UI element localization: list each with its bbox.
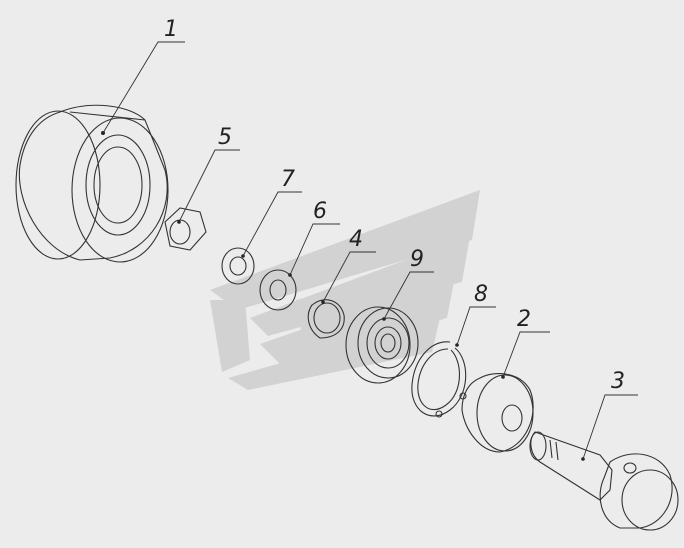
leader-9 (383, 271, 434, 320)
callout-7: 7 (281, 167, 295, 192)
leader-8 (456, 306, 496, 346)
part-5-nut (164, 207, 207, 251)
leader-3 (582, 394, 638, 460)
leader-5 (178, 149, 240, 223)
callout-4: 4 (349, 227, 363, 252)
callout-2: 2 (517, 307, 531, 332)
leader-2 (502, 331, 550, 378)
watermark-logo-icon (210, 190, 480, 390)
callout-8: 8 (474, 282, 488, 307)
leader-4 (322, 251, 376, 303)
part-2-spacer (461, 372, 534, 453)
leader-1 (102, 41, 185, 134)
callout-6: 6 (313, 199, 327, 224)
leader-lines (102, 41, 638, 460)
callout-3: 3 (611, 369, 625, 394)
part-9-bearing (345, 306, 419, 384)
callout-9: 9 (410, 247, 424, 272)
callout-labels: 1 2 3 4 5 6 7 8 9 (164, 17, 625, 394)
leader-7 (242, 191, 302, 257)
part-1-roller (15, 104, 169, 263)
part-3-axle (529, 431, 679, 531)
part-7-washer (221, 247, 255, 285)
leader-6 (289, 223, 340, 276)
callout-5: 5 (218, 125, 232, 150)
callout-1: 1 (164, 17, 178, 42)
